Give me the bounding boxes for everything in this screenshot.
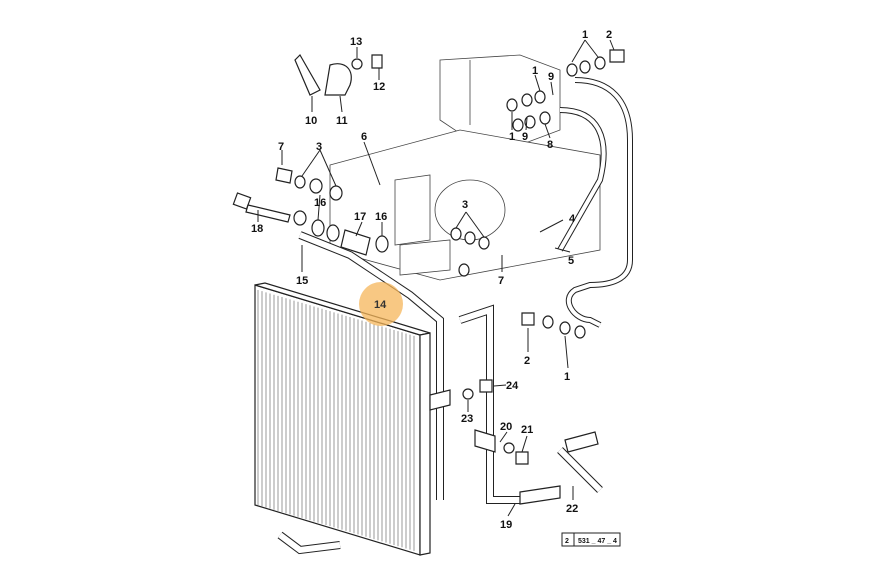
callout-10: 10	[305, 115, 317, 127]
callout-19: 19	[500, 519, 512, 531]
callout-16a: 16	[314, 197, 326, 209]
reference-code-box: 2 531 _ 47 _ 4	[561, 532, 621, 547]
callout-17: 17	[354, 211, 366, 223]
engine-block-ghost	[329, 54, 601, 281]
hose-lines	[277, 77, 633, 555]
callout-1b: 1	[532, 65, 538, 77]
callout-5: 5	[568, 255, 574, 267]
callout-3a: 3	[316, 141, 322, 153]
leader-lines	[257, 39, 615, 517]
callout-9a: 9	[548, 71, 554, 83]
callout-7a: 7	[278, 141, 284, 153]
callout-14-highlight: 14	[374, 299, 387, 311]
callout-15: 15	[296, 275, 308, 287]
reference-code: 531 _ 47 _ 4	[578, 538, 617, 545]
callout-3b: 3	[462, 199, 468, 211]
callout-23: 23	[461, 413, 473, 425]
callout-1d: 1	[564, 371, 570, 383]
callout-2a: 2	[606, 29, 612, 41]
callout-16b: 16	[375, 211, 387, 223]
callout-20: 20	[500, 421, 512, 433]
callout-9b: 9	[522, 131, 528, 143]
callout-11: 11	[336, 115, 348, 127]
callout-22: 22	[566, 503, 578, 515]
callout-4: 4	[569, 213, 576, 225]
callout-6: 6	[361, 131, 367, 143]
radiator-fins	[257, 290, 415, 551]
callout-7b: 7	[498, 275, 504, 287]
oil-cooler-radiator	[254, 282, 431, 556]
callout-2b: 2	[524, 355, 530, 367]
highlight-marker[interactable]	[359, 282, 403, 326]
callout-8: 8	[547, 139, 553, 151]
callout-labels: 1 2 1 9 1 9 8 13 12 10 11 7 3 6 16 17 16…	[251, 29, 612, 531]
callout-13: 13	[350, 36, 362, 48]
reference-index: 2	[565, 538, 569, 545]
callout-21: 21	[521, 424, 533, 436]
callout-24: 24	[506, 380, 519, 392]
callout-18: 18	[251, 223, 263, 235]
callout-1a: 1	[582, 29, 588, 41]
callout-1c: 1	[509, 131, 515, 143]
callout-12: 12	[373, 81, 385, 93]
